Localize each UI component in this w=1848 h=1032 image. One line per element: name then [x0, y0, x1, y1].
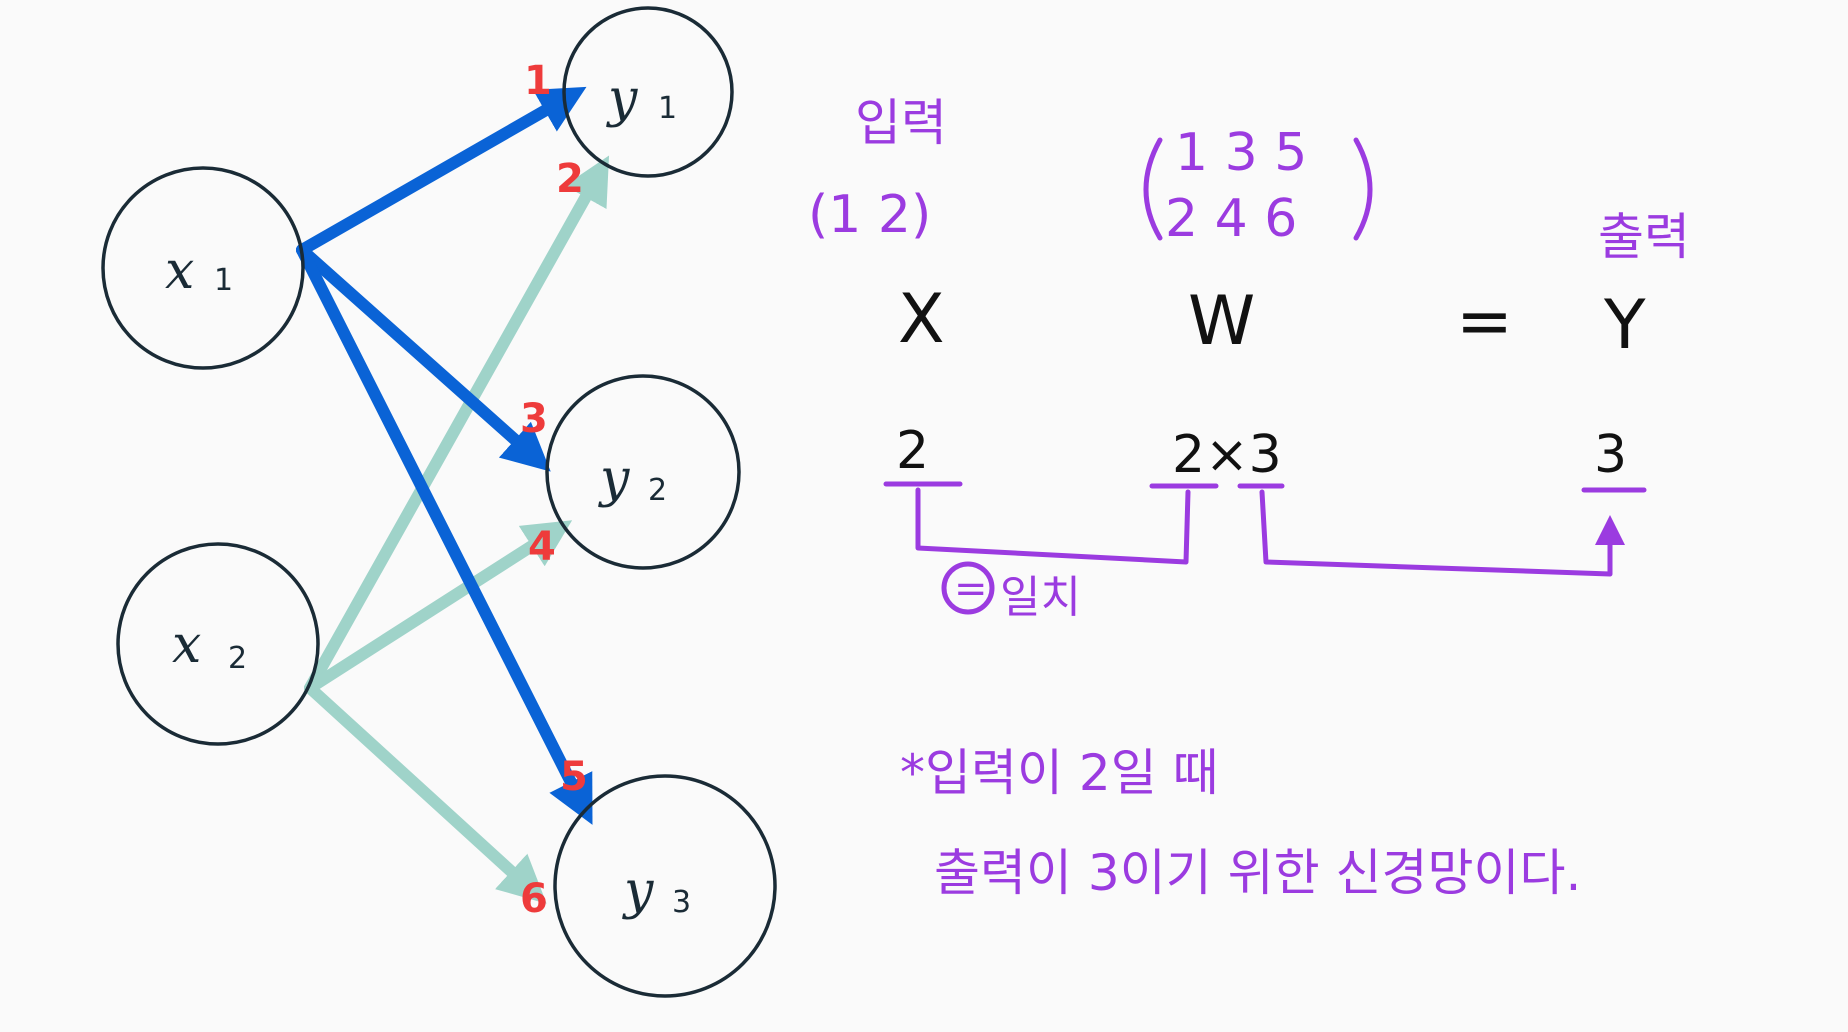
node-x2-subscript: 2: [228, 641, 247, 676]
edge-x2-y3: [304, 682, 547, 904]
node-y2: y 2: [545, 374, 741, 570]
match-mark: =: [954, 566, 988, 612]
weight-label-4: 4: [528, 524, 556, 570]
node-x1-letter: x: [165, 241, 194, 301]
edges-x1: [296, 86, 593, 825]
edge-x1-y3: [296, 244, 593, 825]
edge-x2-y1: [304, 155, 610, 694]
weight-matrix: 1 3 5 2 4 6: [1143, 123, 1373, 249]
output-label: 출력: [1598, 208, 1690, 266]
weight-matrix-row1: 1 3 5: [1175, 123, 1307, 183]
weight-label-5: 5: [560, 754, 588, 800]
equation-w: W: [1188, 282, 1255, 361]
dim-x: 2: [896, 421, 929, 481]
node-x2-letter: x: [172, 615, 201, 675]
weight-labels: 1 2 3 4 5 6: [520, 58, 588, 922]
note-line-2: 출력이 3이기 위한 신경망이다.: [934, 844, 1581, 902]
edges-x2: [304, 155, 610, 904]
input-vector: (1 2): [808, 185, 931, 245]
node-x1-subscript: 1: [214, 263, 233, 298]
edge-x1-y1: [296, 86, 587, 256]
match-bracket: [915, 487, 1191, 565]
weight-label-3: 3: [520, 396, 548, 442]
node-y1: y 1: [562, 6, 734, 178]
dim-w: 2×3: [1172, 425, 1282, 485]
equation-equals: =: [1456, 282, 1513, 361]
equation-x: X: [898, 280, 945, 359]
node-y1-letter: y: [606, 69, 638, 129]
dim-y: 3: [1594, 425, 1627, 485]
edge-x1-y2: [296, 244, 551, 472]
weight-matrix-row2: 2 4 6: [1165, 189, 1297, 249]
node-x1: x 1: [101, 166, 305, 370]
match-text: 일치: [1000, 572, 1081, 623]
note-line-1: *입력이 2일 때: [900, 744, 1219, 802]
node-y1-subscript: 1: [658, 91, 677, 126]
weight-label-2: 2: [556, 156, 584, 202]
node-y2-subscript: 2: [648, 473, 667, 508]
equation: X W = Y: [898, 280, 1646, 365]
node-y3-subscript: 3: [672, 885, 691, 920]
input-label: 입력: [855, 94, 947, 152]
dimensions: 2 2×3 3: [883, 421, 1647, 493]
edge-x2-y2: [304, 520, 573, 694]
match-annotation: = 일치: [941, 561, 1081, 623]
node-y3-letter: y: [622, 861, 654, 921]
weight-label-6: 6: [520, 876, 548, 922]
node-y3: y 3: [553, 774, 777, 998]
node-x2: x 2: [116, 542, 320, 746]
equation-y: Y: [1603, 286, 1646, 365]
weight-label-1: 1: [524, 58, 552, 104]
node-y2-letter: y: [598, 449, 630, 509]
output-bracket: [1259, 489, 1625, 577]
